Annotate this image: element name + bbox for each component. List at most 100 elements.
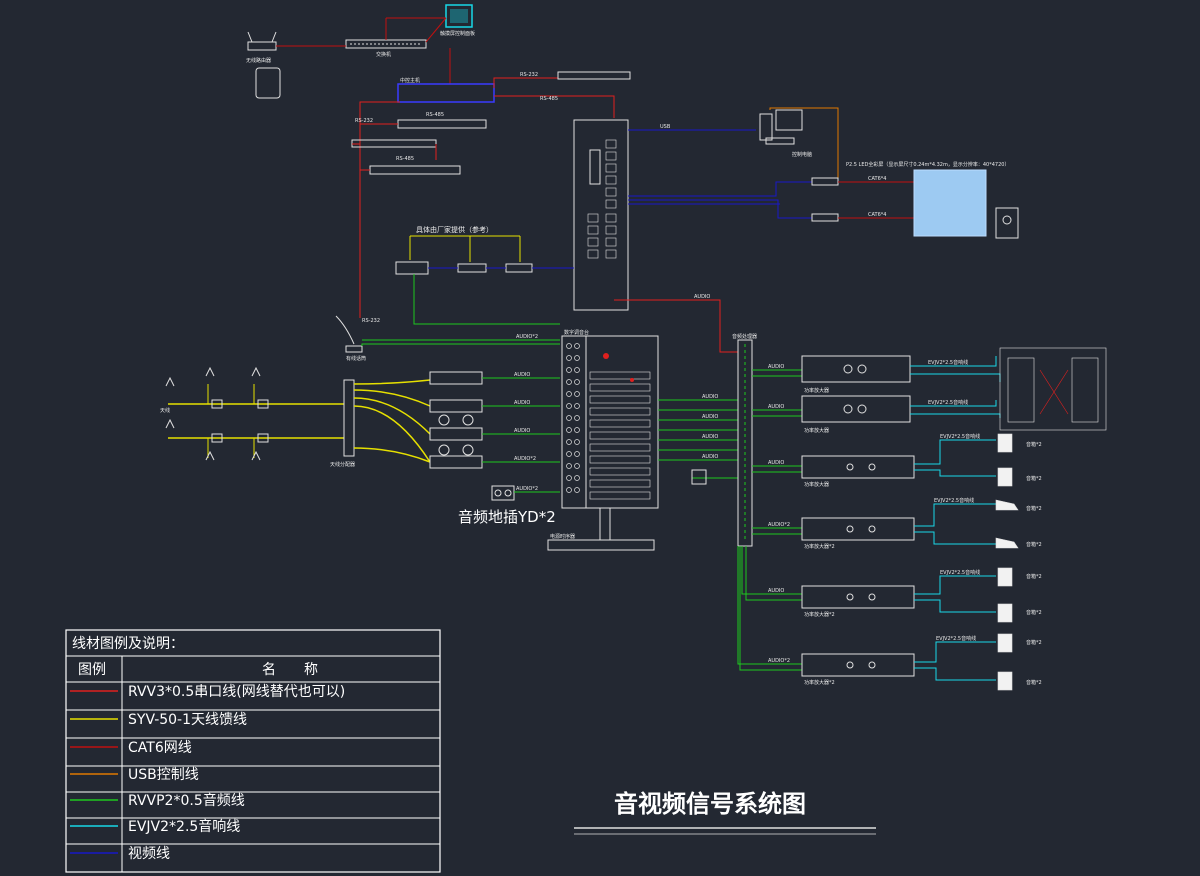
led-label: P2.5 LED全彩屏（显示屏尺寸0.24m*4.32m，显示分辨率：40*47… bbox=[846, 161, 1009, 168]
rack-device-1 bbox=[397, 119, 487, 129]
speakers bbox=[995, 347, 1107, 691]
vendor-device-3 bbox=[505, 263, 533, 273]
power-sequencer bbox=[547, 539, 655, 551]
evjv-label-1: EVJV2*2.5音响线 bbox=[928, 359, 968, 366]
legend-rows: RVV3*0.5串口线(网线替代也可以) SYV-50-1天线馈线 CAT6网线 US… bbox=[70, 684, 345, 862]
speaker-4 bbox=[995, 537, 1019, 549]
vendor-section: 具体由厂家提供（参考） bbox=[395, 225, 574, 325]
receiver-card-1 bbox=[811, 177, 839, 186]
audio-label-a1: AUDIO bbox=[768, 364, 784, 370]
line-array-box bbox=[999, 347, 1107, 431]
amp-label-1: 功率放大器 bbox=[804, 387, 829, 394]
amplifiers bbox=[801, 355, 915, 677]
amplifier-3 bbox=[801, 455, 915, 479]
diagram-title: 音视频信号系统图 bbox=[614, 790, 806, 818]
rs485-low-label: RS-485 bbox=[396, 156, 414, 162]
rs485-top-label: RS-485 bbox=[540, 96, 558, 102]
video-processor bbox=[573, 119, 629, 311]
audio-label-m2: AUDIO bbox=[702, 414, 718, 420]
led-controller-icon bbox=[995, 207, 1019, 239]
speaker-8 bbox=[997, 671, 1013, 691]
amplifier-2 bbox=[801, 395, 911, 423]
audio-label-m1: AUDIO bbox=[702, 394, 718, 400]
audio-processor: 音频处理器 AUDIO AUDIO AUDIO AUDIO*2 AUDIO AU… bbox=[732, 333, 802, 671]
legend-name-3: USB控制线 bbox=[128, 767, 199, 783]
control-host-label: 中控主机 bbox=[400, 77, 420, 84]
legend-name-2: CAT6网线 bbox=[128, 740, 192, 756]
speaker-label-8: 音箱*2 bbox=[1026, 679, 1042, 686]
audio-label-floor: AUDIO*2 bbox=[516, 486, 538, 492]
pc-label: 控制电脑 bbox=[792, 151, 812, 158]
audio-label-m3: AUDIO bbox=[702, 434, 718, 440]
switch-label: 交换机 bbox=[376, 51, 391, 58]
power-label: 电源时序器 bbox=[550, 533, 575, 540]
audio-label-a5: AUDIO bbox=[768, 588, 784, 594]
speaker-label-2: 音箱*2 bbox=[1026, 475, 1042, 482]
speaker-7 bbox=[997, 633, 1013, 653]
speaker-label-1: 音箱*2 bbox=[1026, 441, 1042, 448]
control-area: 触摸屏控制面板 无线路由器 交换机 中控主机 RS-232 RS-485 bbox=[246, 4, 631, 324]
mixer-label: 数字调音台 bbox=[564, 329, 589, 336]
legend-heading: 线材图例及说明： bbox=[72, 636, 184, 652]
legend-name-0: RVV3*0.5串口线(网线替代也可以) bbox=[128, 684, 345, 700]
legend-col-name: 名 称 bbox=[262, 662, 318, 678]
speaker-label-3: 音箱*2 bbox=[1026, 505, 1042, 512]
audio-label-m4: AUDIO bbox=[702, 454, 718, 460]
floor-socket-label: 音频地插YD*2 bbox=[458, 508, 556, 526]
wireless-receivers bbox=[429, 371, 483, 469]
vendor-note: 具体由厂家提供（参考） bbox=[416, 225, 493, 234]
amplifier-6 bbox=[801, 653, 915, 677]
amplifier-1 bbox=[801, 355, 911, 383]
rs485-mid-label: RS-485 bbox=[426, 112, 444, 118]
audio-input-section: 有线话筒 AUDIO*2 天线 天线分配器 bbox=[160, 315, 560, 526]
speaker-6 bbox=[997, 603, 1013, 623]
legend-name-5: EVJV2*2.5音响线 bbox=[128, 818, 240, 835]
touch-panel-icon bbox=[445, 4, 473, 28]
speaker-1 bbox=[997, 433, 1013, 453]
legend-name-1: SYV-50-1天线馈线 bbox=[128, 712, 247, 728]
speaker-label-5: 音箱*2 bbox=[1026, 573, 1042, 580]
rs232-low-label: RS-232 bbox=[362, 318, 380, 324]
usb-label: USB bbox=[660, 124, 671, 130]
legend-name-6: 视频线 bbox=[128, 846, 170, 862]
evjv-label-5: EVJV2*2.5音响线 bbox=[940, 569, 980, 576]
evjv-label-6: EVJV2*2.5音响线 bbox=[936, 635, 976, 642]
router-icon bbox=[247, 31, 277, 51]
mixer-outputs: AUDIO AUDIO AUDIO AUDIO AUDIO bbox=[614, 294, 738, 485]
evjv-label-2: EVJV2*2.5音响线 bbox=[928, 399, 968, 406]
audio-label-r3: AUDIO bbox=[514, 428, 530, 434]
audio-label-a2: AUDIO bbox=[768, 404, 784, 410]
router-label: 无线路由器 bbox=[246, 57, 271, 64]
antenna-splitter bbox=[343, 379, 355, 457]
vendor-device-1 bbox=[395, 261, 429, 275]
audio-label-a6: AUDIO*2 bbox=[768, 658, 790, 664]
wired-mic-icon bbox=[335, 315, 363, 353]
mic-label: 有线话筒 bbox=[346, 355, 366, 362]
amp-label-3: 功率放大器 bbox=[804, 481, 829, 488]
antenna-icon bbox=[165, 366, 261, 461]
control-pc-icon bbox=[775, 109, 803, 131]
speaker-label-6: 音箱*2 bbox=[1026, 609, 1042, 616]
rs232-mid-label: RS-232 bbox=[355, 118, 373, 124]
audio-label-a4: AUDIO*2 bbox=[768, 522, 790, 528]
speaker-3 bbox=[995, 499, 1019, 511]
legend-col-symbol: 图例 bbox=[78, 662, 106, 678]
amplifier-5 bbox=[801, 585, 915, 609]
evjv-label-4: EVJV2*2.5音响线 bbox=[934, 497, 974, 504]
rs232-top-label: RS-232 bbox=[520, 72, 538, 78]
audio-label-r4: AUDIO*2 bbox=[514, 456, 536, 462]
tablet-icon bbox=[255, 67, 281, 99]
central-control-host bbox=[397, 83, 495, 103]
audio-label-r2: AUDIO bbox=[514, 400, 530, 406]
audio-label-a3: AUDIO bbox=[768, 460, 784, 466]
receiver-card-2 bbox=[811, 213, 839, 222]
speaker-label-7: 音箱*2 bbox=[1026, 639, 1042, 646]
amp-label-5: 功率放大器*2 bbox=[804, 611, 835, 618]
speaker-2 bbox=[997, 467, 1013, 487]
rack-device-2 bbox=[351, 139, 437, 148]
splitter-label: 天线分配器 bbox=[330, 461, 355, 468]
touch-panel-label: 触摸屏控制面板 bbox=[440, 30, 475, 37]
cat6-label-1: CAT6*4 bbox=[868, 176, 886, 182]
antenna-label: 天线 bbox=[160, 407, 170, 414]
